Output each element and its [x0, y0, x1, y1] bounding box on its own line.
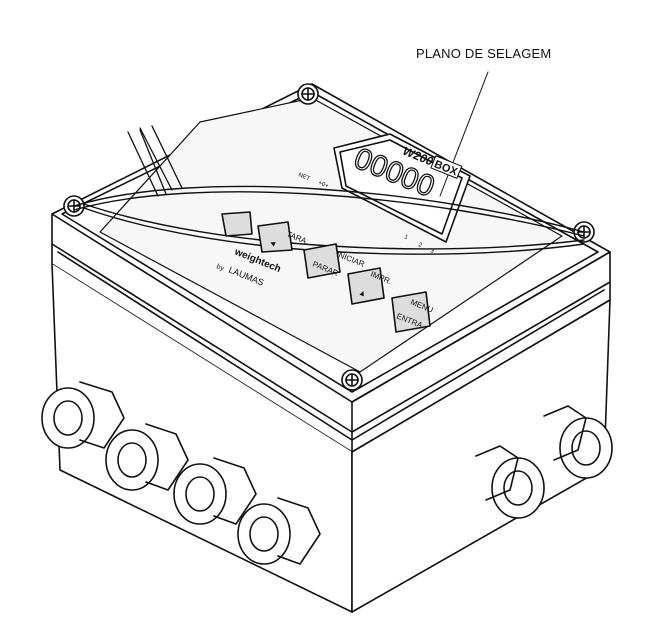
screw-front	[341, 369, 363, 391]
key-2[interactable]	[257, 221, 293, 253]
indicator-net: NET	[297, 172, 311, 182]
indicator-row: NET +0+ 1 2 3	[297, 172, 435, 255]
brand-by: by	[215, 263, 225, 272]
screw-top	[297, 83, 319, 105]
indicator-1: 1	[403, 234, 409, 241]
cable	[127, 125, 183, 197]
gland-3	[173, 457, 257, 525]
key-4[interactable]	[347, 267, 385, 305]
indicator-3: 3	[429, 248, 435, 255]
key-3[interactable]	[303, 243, 341, 279]
gland-4	[237, 497, 321, 565]
key-5[interactable]	[391, 291, 431, 333]
indicator-2: 2	[417, 242, 423, 249]
gland-1	[41, 381, 125, 449]
key-1[interactable]	[221, 211, 253, 237]
callout-leader	[439, 71, 489, 197]
key-2-bottom: ◄	[267, 238, 278, 249]
front-panel	[99, 97, 563, 373]
callout-label: PLANO DE SELAGEM	[416, 46, 552, 61]
gland-5	[475, 445, 545, 519]
gland-6	[543, 405, 613, 479]
key-4-bottom: ▲	[357, 288, 368, 299]
gland-2	[105, 423, 189, 491]
indicator-zero: +0+	[317, 180, 329, 190]
